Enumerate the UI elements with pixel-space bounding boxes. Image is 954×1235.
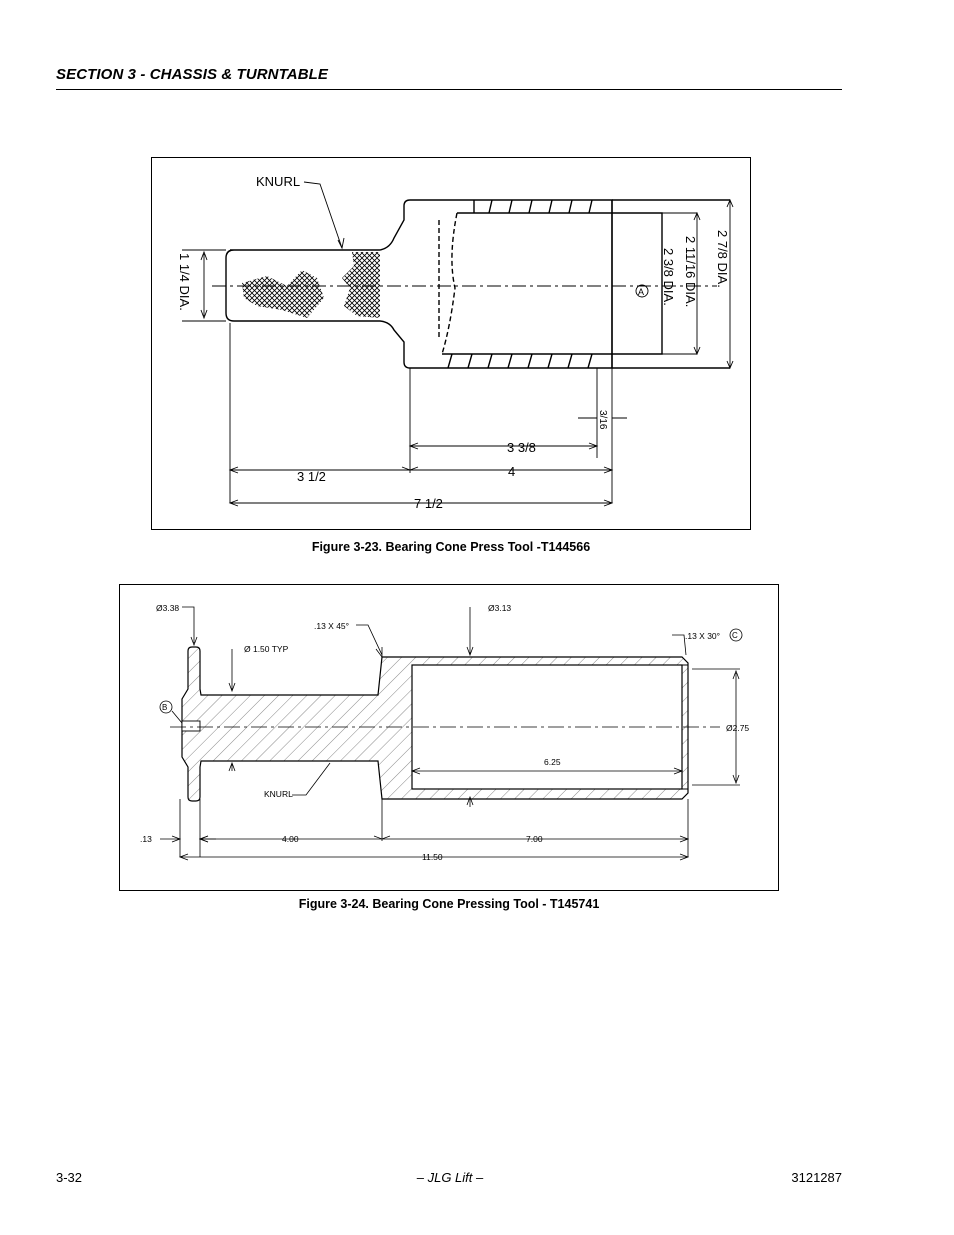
circle-a-label: A — [638, 287, 644, 297]
label-dia-150: Ø 1.50 TYP — [244, 644, 289, 654]
label-dim-4: 4 — [508, 464, 515, 479]
label-dim-1150: 11.50 — [422, 852, 443, 862]
label-dia-b: 2 11/16 DIA. — [683, 236, 698, 307]
circle-b-label: B — [162, 703, 167, 712]
figure-3-24-caption: Figure 3-24. Bearing Cone Pressing Tool … — [298, 897, 600, 911]
label-dia-handle: 1 1/4 DIA. — [177, 253, 192, 311]
label-dia-275: Ø2.75 — [726, 723, 749, 733]
bearing-cone-pressing-tool-drawing: Ø3.38 .13 X 45° Ø3.13 .13 X 30° C Ø 1.50… — [140, 603, 749, 862]
section-title: SECTION 3 - CHASSIS & TURNTABLE — [56, 66, 329, 83]
footer-brand: – JLG Lift – — [416, 1170, 484, 1185]
label-dia-a: 2 3/8 DIA. — [661, 248, 676, 306]
bearing-cone-press-tool-drawing: KNURL 1 1/4 DIA. 2 3/8 DIA. 2 11/16 DIA.… — [177, 174, 734, 511]
figure-3-23-drawing: KNURL 1 1/4 DIA. 2 3/8 DIA. 2 11/16 DIA.… — [151, 157, 751, 530]
label-dim-013: .13 — [140, 834, 152, 844]
figure-3-23-caption: Figure 3-23. Bearing Cone Press Tool -T1… — [311, 540, 591, 554]
label-knurl: KNURL — [256, 174, 300, 189]
label-dim-small: 3/16 — [597, 410, 608, 430]
knurl-texture — [242, 252, 380, 318]
label-chamfer-45: .13 X 45° — [314, 621, 349, 631]
label-dia-313: Ø3.13 — [488, 603, 511, 613]
label-knurl: KNURL — [264, 789, 293, 799]
figure-3-24-drawing: Ø3.38 .13 X 45° Ø3.13 .13 X 30° C Ø 1.50… — [119, 584, 779, 891]
label-dim-3-1-2: 3 1/2 — [297, 469, 326, 484]
label-dia-338: Ø3.38 — [156, 603, 179, 613]
document-number: 3121287 — [791, 1170, 842, 1185]
circle-c-label: C — [732, 631, 738, 640]
header-divider — [56, 89, 842, 90]
label-dim-3-3-8: 3 3/8 — [507, 440, 536, 455]
label-dim-7-1-2: 7 1/2 — [414, 496, 443, 511]
label-dia-c: 2 7/8 DIA. — [715, 230, 730, 288]
label-chamfer-30: .13 X 30° — [685, 631, 720, 641]
page-number: 3-32 — [56, 1170, 83, 1185]
label-dim-700: 7.00 — [526, 834, 543, 844]
label-dim-400: 4.00 — [282, 834, 299, 844]
label-dim-625: 6.25 — [544, 757, 561, 767]
